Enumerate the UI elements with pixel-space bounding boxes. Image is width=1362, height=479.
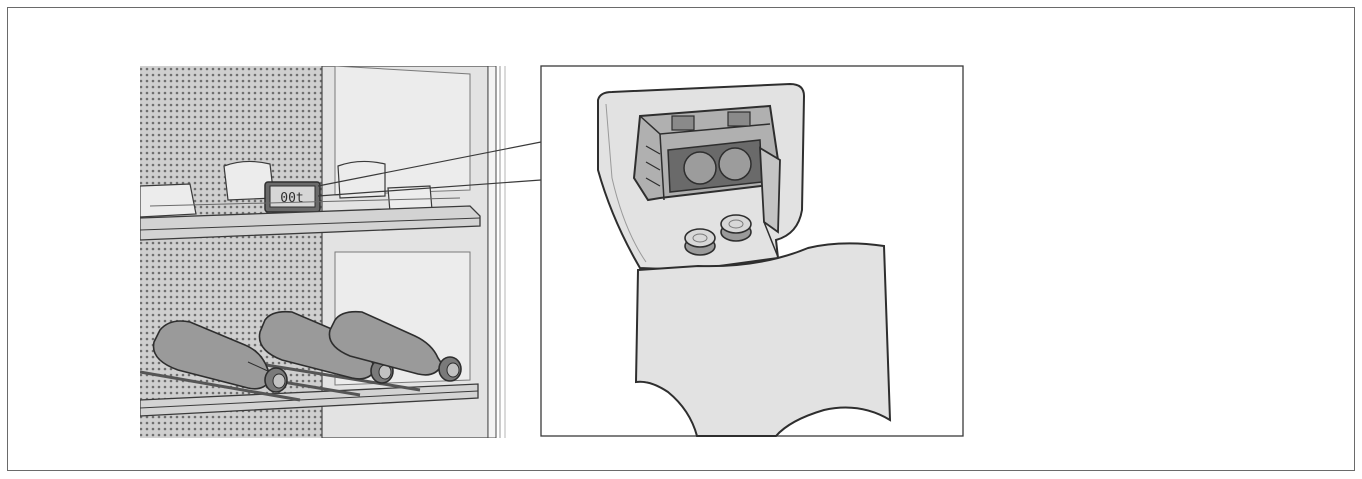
callout-line-top — [317, 141, 542, 187]
battery-door — [759, 146, 781, 234]
wine-bottle-icon — [152, 320, 288, 393]
cradle-front-panel — [634, 242, 892, 437]
coin-battery-icon — [720, 214, 752, 242]
thermometer-display-icon: 00t — [264, 181, 321, 213]
zoom-detail-panel — [540, 65, 964, 437]
battery-compartment-icon — [632, 104, 789, 283]
door-edge — [487, 66, 497, 438]
shelf-cradle-1 — [140, 183, 197, 218]
fridge-interior-scene: 00t — [140, 66, 506, 438]
thermometer-reading: 00t — [280, 191, 303, 206]
upper-shelf — [140, 205, 481, 241]
coin-battery-icon — [684, 228, 716, 256]
callout-line-bottom — [317, 179, 542, 197]
wine-bottle-icon — [328, 310, 462, 382]
